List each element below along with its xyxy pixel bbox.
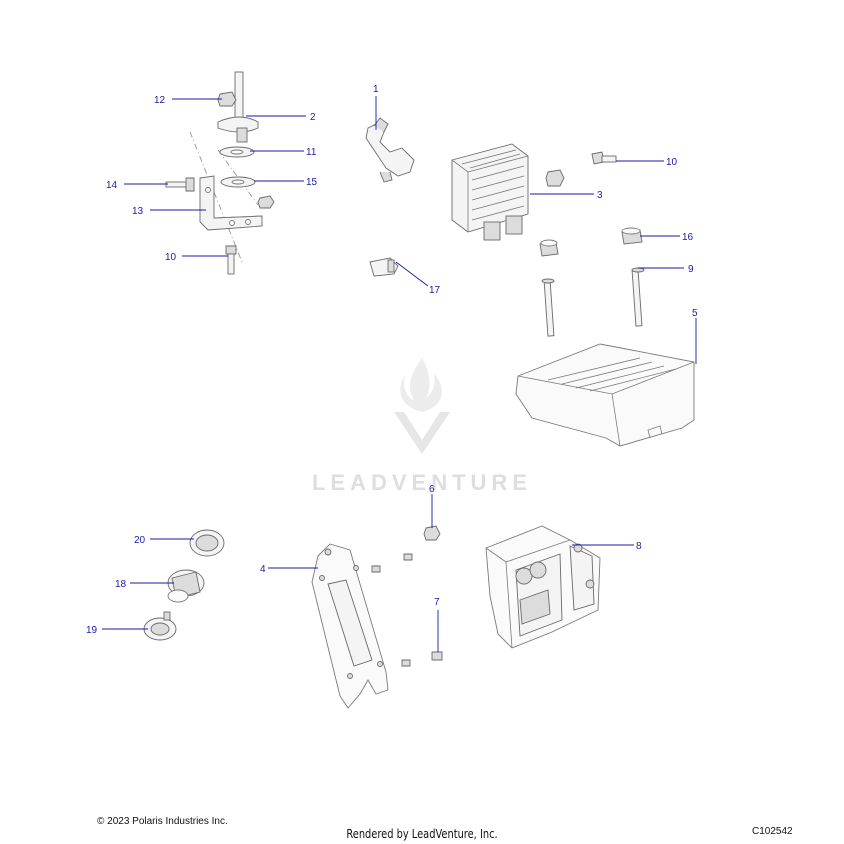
callout-20: 20 <box>134 535 146 546</box>
drawing-id-text: C102542 <box>752 826 793 837</box>
part-12-bracket <box>199 175 263 231</box>
callout-15: 15 <box>306 177 318 188</box>
part-7-screw <box>431 651 443 661</box>
part-4-bracket-plate <box>311 543 389 709</box>
part-15-gasket <box>220 176 256 188</box>
part-1-sensor <box>365 117 415 183</box>
callout-8: 8 <box>636 541 642 552</box>
leadventure-logo-watermark <box>394 358 450 454</box>
part-14-nut <box>217 91 237 107</box>
part-16-cap <box>621 227 643 245</box>
rendered-by-text: Rendered by LeadVenture, Inc. <box>346 827 498 841</box>
callout-10-lower: 10 <box>165 252 177 263</box>
callout-12: 13 <box>132 206 144 217</box>
callout-5: 5 <box>692 308 698 319</box>
part-17-connector <box>369 257 399 277</box>
part-5-cover <box>515 343 695 447</box>
part-9-long-bolts <box>541 267 645 337</box>
callout-18: 18 <box>115 579 127 590</box>
callout-2: 2 <box>310 112 316 123</box>
part-8-ecu-module <box>485 525 601 649</box>
callout-4: 4 <box>260 564 266 575</box>
watermark-brand-text: LEADVENTURE <box>311 470 532 495</box>
callout-16: 16 <box>682 232 694 243</box>
part-3-regulator <box>451 143 529 241</box>
callout-13: 14 <box>106 180 118 191</box>
callout-6: 6 <box>429 484 435 495</box>
part-6-screw <box>423 525 441 541</box>
callout-layer: 12 2 11 14 15 13 10 1 10 <box>86 84 698 652</box>
part-11-gasket <box>219 146 255 158</box>
callout-9: 9 <box>688 264 694 275</box>
callout-14: 12 <box>154 95 166 106</box>
callout-1: 1 <box>373 84 379 95</box>
callout-11: 11 <box>306 147 317 158</box>
part-10-bolt-lower <box>225 245 237 275</box>
callout-10-upper: 10 <box>666 157 678 168</box>
part-2-sensor <box>217 71 259 143</box>
part-19-plug <box>143 611 177 641</box>
part-18-socket <box>167 569 205 603</box>
part-10-bolt-upper <box>591 151 617 165</box>
callout-17: 17 <box>429 285 441 296</box>
part-20-ring <box>189 529 225 557</box>
callout-3: 3 <box>597 190 603 201</box>
copyright-text: © 2023 Polaris Industries Inc. <box>97 816 228 827</box>
part-13-bolt <box>165 177 195 192</box>
callout-7: 7 <box>434 597 440 608</box>
callout-19: 19 <box>86 625 98 636</box>
